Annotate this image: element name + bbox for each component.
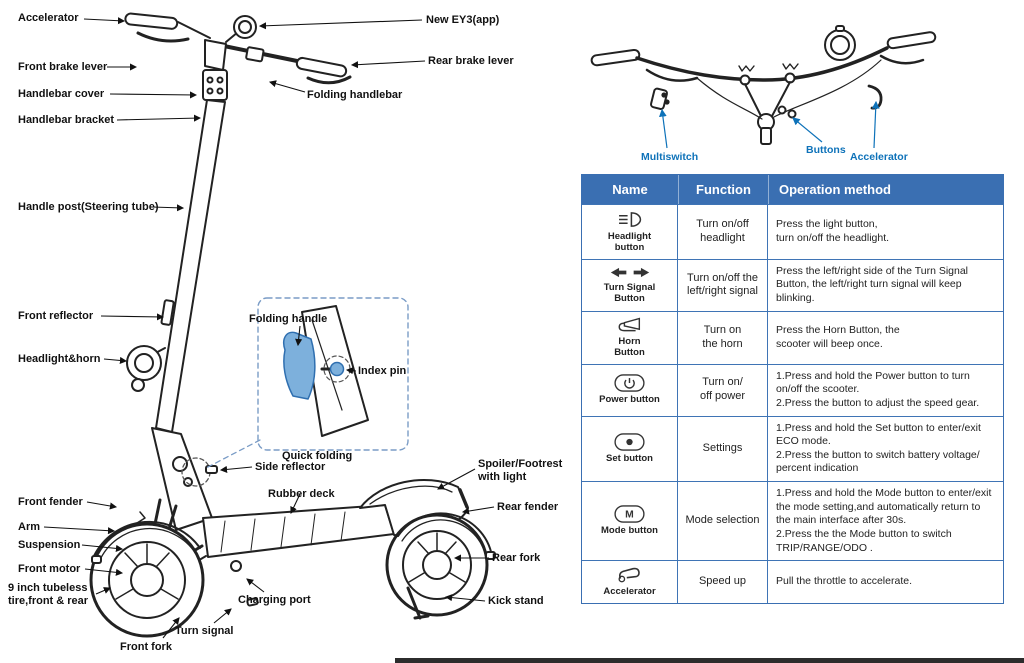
table-header-0: Name: [612, 182, 648, 197]
label-buttons: Buttons: [806, 144, 846, 156]
function-cell: Mode selection: [678, 481, 768, 561]
label-quick-folding: Quick folding: [282, 450, 353, 462]
name-cell: Accelerator: [582, 560, 678, 604]
label-new-ey3: New EY3(app): [426, 14, 500, 26]
function-cell: Turn on/off the left/right signal: [678, 258, 768, 311]
operation-cell: Press the Horn Button, the scooter will …: [768, 310, 1003, 364]
label-accelerator: Accelerator: [18, 12, 79, 24]
operation-cell: Press the light button, turn on/off the …: [768, 204, 1003, 259]
button-name: Mode button: [601, 525, 658, 537]
label-handlebar-bracket: Handlebar bracket: [18, 114, 114, 126]
page-edge: [395, 658, 1024, 663]
label-rubber-deck: Rubber deck: [268, 488, 335, 500]
label-suspension: Suspension: [18, 539, 81, 551]
name-cell: Turn Signal Button: [582, 258, 678, 311]
operation-cell: 1.Press and hold the Power button to tur…: [768, 363, 1003, 416]
headlight-icon: [616, 210, 643, 229]
label-multiswitch: Multiswitch: [641, 151, 699, 163]
button-name: Turn Signal Button: [603, 282, 656, 305]
function-cell: Settings: [678, 415, 768, 482]
label-folding-handle: Folding handle: [249, 313, 328, 325]
label-rear-fender: Rear fender: [497, 501, 559, 513]
set-icon: [614, 433, 645, 451]
function-cell: Turn on the horn: [678, 310, 768, 364]
handlebar-illustration: [590, 25, 937, 145]
scooter-illustration: [89, 12, 496, 638]
name-cell: M Mode button: [582, 481, 678, 561]
label-handle-post: Handle post(Steering tube): [18, 201, 159, 213]
label-front-fender: Front fender: [18, 496, 83, 508]
function-cell: Speed up: [678, 560, 768, 604]
svg-text:M: M: [625, 510, 634, 521]
label-rear-brake-lever: Rear brake lever: [428, 55, 514, 67]
function-cell: Turn on/ off power: [678, 363, 768, 416]
mode-icon: M: [614, 505, 645, 524]
table-row: Turn Signal Button Turn on/off the left/r…: [582, 258, 1003, 311]
table-header-2: Operation method: [768, 175, 1003, 204]
button-name: Power button: [599, 394, 660, 406]
label-tire: 9 inch tubeless tire,front & rear: [8, 582, 89, 607]
accelerator-icon: [616, 566, 643, 584]
label-side-reflector: Side reflector: [255, 461, 326, 473]
label-turn-signal: Turn signal: [175, 625, 234, 637]
button-name: Set button: [606, 452, 653, 464]
name-cell: Horn Button: [582, 310, 678, 364]
label-spoiler: Spoiler/Footrest with light: [478, 458, 563, 483]
operation-cell: 1.Press and hold the Mode button to ente…: [768, 481, 1003, 560]
label-front-brake-lever: Front brake lever: [18, 61, 108, 73]
label-kick-stand: Kick stand: [488, 595, 544, 607]
button-name: Headlight button: [607, 231, 652, 253]
label-accelerator-blue: Accelerator: [850, 151, 908, 163]
button-name: Accelerator: [603, 586, 656, 598]
label-front-reflector: Front reflector: [18, 310, 94, 322]
function-cell: Turn on/off headlight: [678, 204, 768, 259]
label-headlight-horn: Headlight&horn: [18, 353, 101, 365]
label-handlebar-cover: Handlebar cover: [18, 88, 105, 100]
operation-cell: Press the left/right side of the Turn Si…: [768, 258, 1003, 311]
operation-cell: 1.Press and hold the Set button to enter…: [768, 415, 1003, 482]
label-rear-fork: Rear fork: [492, 552, 541, 564]
button-name: Horn Button: [614, 335, 645, 358]
table-header-1: Function: [678, 175, 768, 204]
label-front-fork: Front fork: [120, 641, 172, 653]
horn-icon: [616, 317, 644, 334]
name-cell: Power button: [582, 363, 678, 416]
label-arm: Arm: [18, 521, 41, 533]
power-icon: [614, 374, 645, 392]
turn-signal-icon: [609, 265, 651, 280]
label-charging-port: Charging port: [238, 594, 311, 606]
name-cell: Headlight button: [582, 204, 678, 259]
operation-cell: Pull the throttle to accelerate.: [768, 560, 1003, 603]
label-folding-handlebar: Folding handlebar: [307, 89, 403, 101]
label-front-motor: Front motor: [18, 563, 81, 575]
name-cell: Set button: [582, 415, 678, 482]
label-index-pin: Index pin: [358, 365, 407, 377]
